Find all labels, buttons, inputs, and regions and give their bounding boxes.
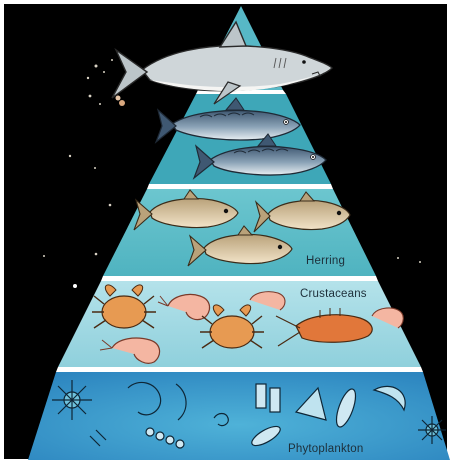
tier-phytoplankton	[28, 372, 450, 460]
label-crustaceans: Crustaceans	[300, 288, 367, 300]
label-phytoplankton: Phytoplankton	[288, 443, 364, 455]
label-herring: Herring	[306, 255, 345, 267]
